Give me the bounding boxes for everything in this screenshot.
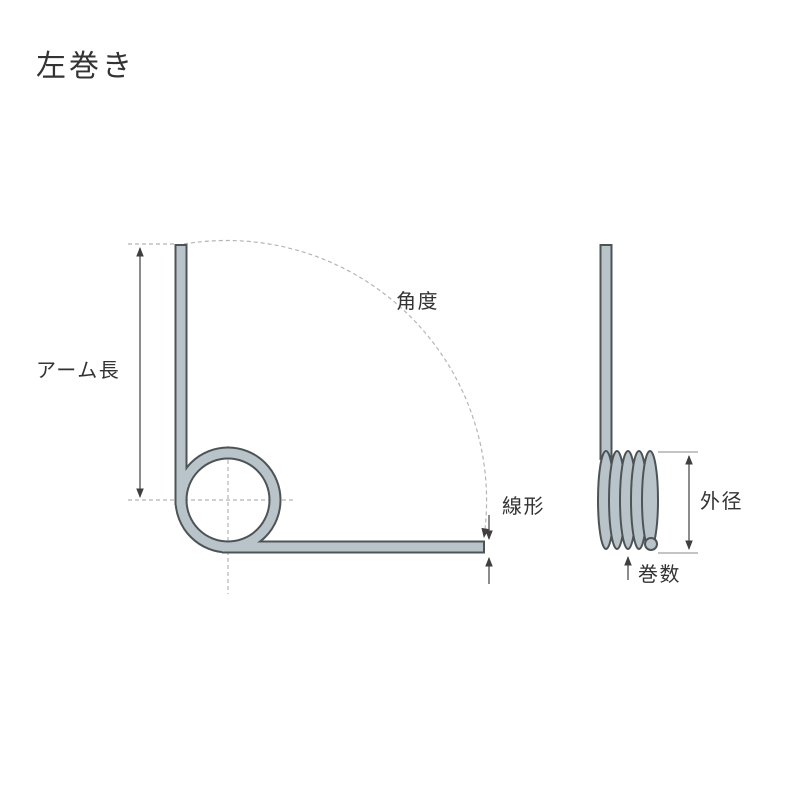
coil-turn [641,450,659,550]
outer-diameter-label: 外径 [700,490,743,513]
front-spring-wire [174,244,485,554]
side-coil [597,450,659,551]
wire-end-dot [644,537,658,551]
arm-length-label: アーム長 [36,360,120,382]
front-view: アーム長 角度 線形 [36,239,545,594]
angle-arc [183,239,490,538]
wire-diameter-label: 線形 [502,495,545,518]
page-title: 左巻き [36,50,135,83]
side-view: 外径 巻数 [597,244,743,586]
angle-label: 角度 [396,290,439,313]
coil-count-label: 巻数 [638,563,681,586]
